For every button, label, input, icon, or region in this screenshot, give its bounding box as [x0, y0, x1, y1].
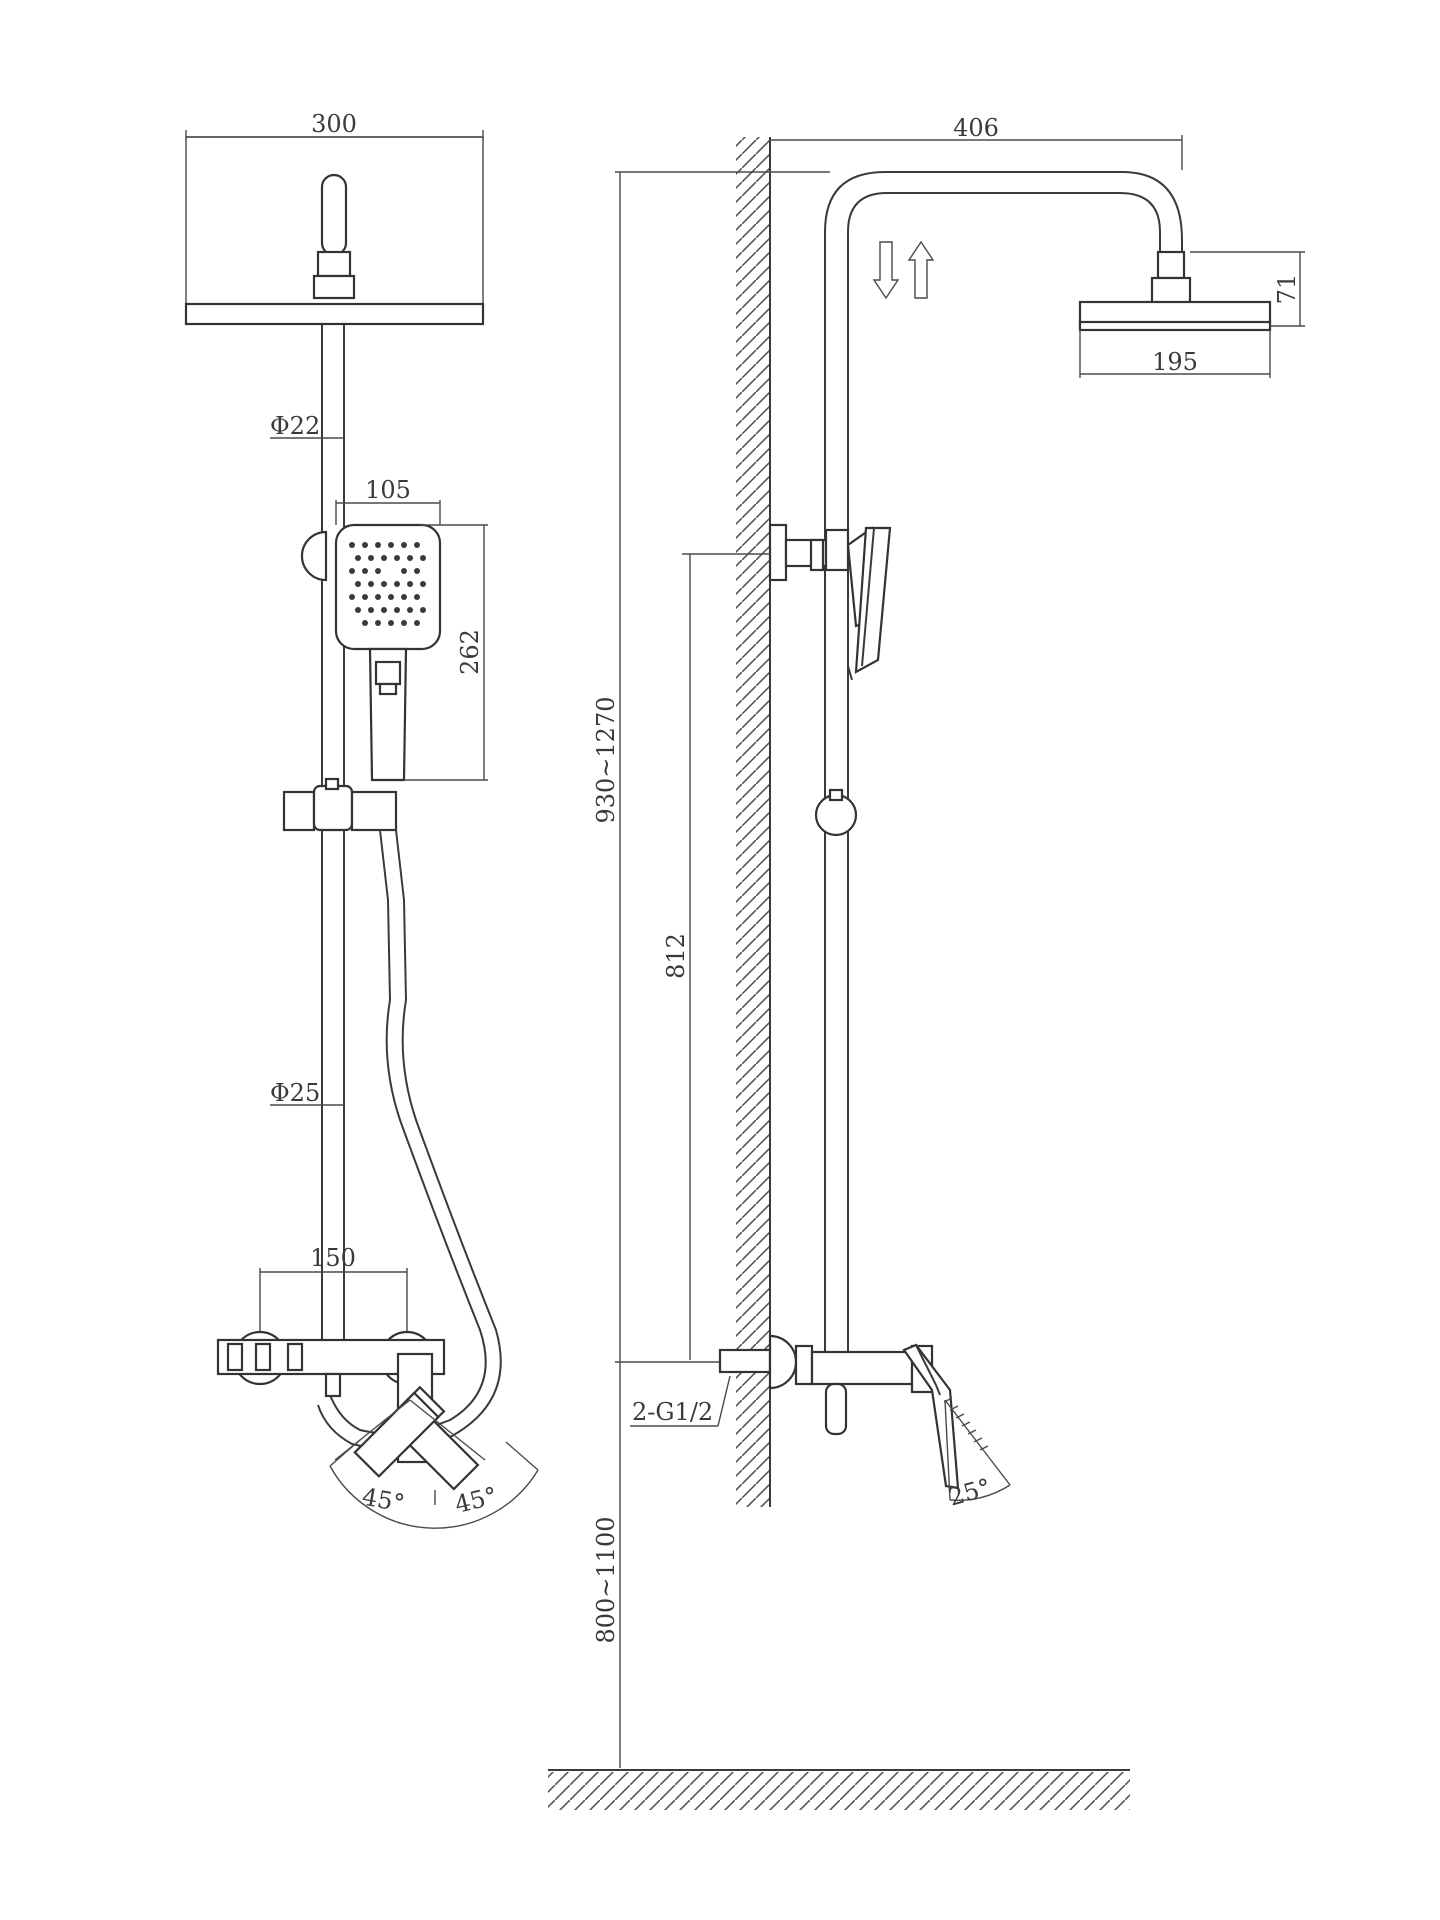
riser-pipe-side — [824, 171, 1272, 1360]
flow-arrows — [872, 240, 935, 300]
hand-shower-front: 105 262 — [300, 476, 488, 782]
side-view: 406 71 195 930~1270 — [548, 114, 1305, 1810]
floor-hatch — [548, 1769, 1130, 1810]
dim-total-height-range: 930~1270 — [592, 697, 620, 824]
dim-head-height: 71 — [1273, 274, 1301, 305]
dim-arm-projection: 406 — [953, 114, 999, 142]
dim-head-diameter: 195 — [1152, 348, 1198, 376]
mixer-valve-side: 25° — [718, 1334, 1011, 1512]
dim-overhead-width: 300 — [311, 110, 357, 138]
dim-pipe-diameter-lower: Φ25 — [270, 1079, 320, 1107]
hand-shower-side — [768, 523, 892, 837]
riser-pipe-front — [321, 324, 345, 1370]
angle-ticks — [943, 1397, 989, 1451]
mixer-valve-front: 150 45° 45° — [216, 1244, 539, 1529]
side-top-dims: 406 71 195 — [770, 114, 1305, 378]
wall-hatch — [736, 137, 771, 1507]
pipe-diameter-labels: Φ22 Φ25 — [270, 412, 344, 1107]
dim-lever-angle-left: 45° — [360, 1483, 407, 1518]
slide-bracket-front — [282, 777, 502, 1450]
dim-inlet-height-range: 800~1100 — [592, 1517, 620, 1644]
front-view: 300 Φ22 Φ25 — [184, 110, 539, 1529]
dim-mixer-inlet-spacing: 150 — [310, 1244, 356, 1272]
dim-inlet-thread: 2-G1/2 — [632, 1398, 713, 1426]
dim-handshower-width: 105 — [365, 476, 411, 504]
spray-nozzles — [349, 542, 426, 626]
dim-pipe-diameter-upper: Φ22 — [270, 412, 320, 440]
side-height-dims: 930~1270 800~1100 812 2-G1/2 — [592, 171, 830, 1768]
overhead-shower-head: 300 — [184, 110, 485, 326]
dim-slide-to-inlet: 812 — [662, 933, 690, 979]
dim-handshower-length: 262 — [456, 629, 484, 675]
